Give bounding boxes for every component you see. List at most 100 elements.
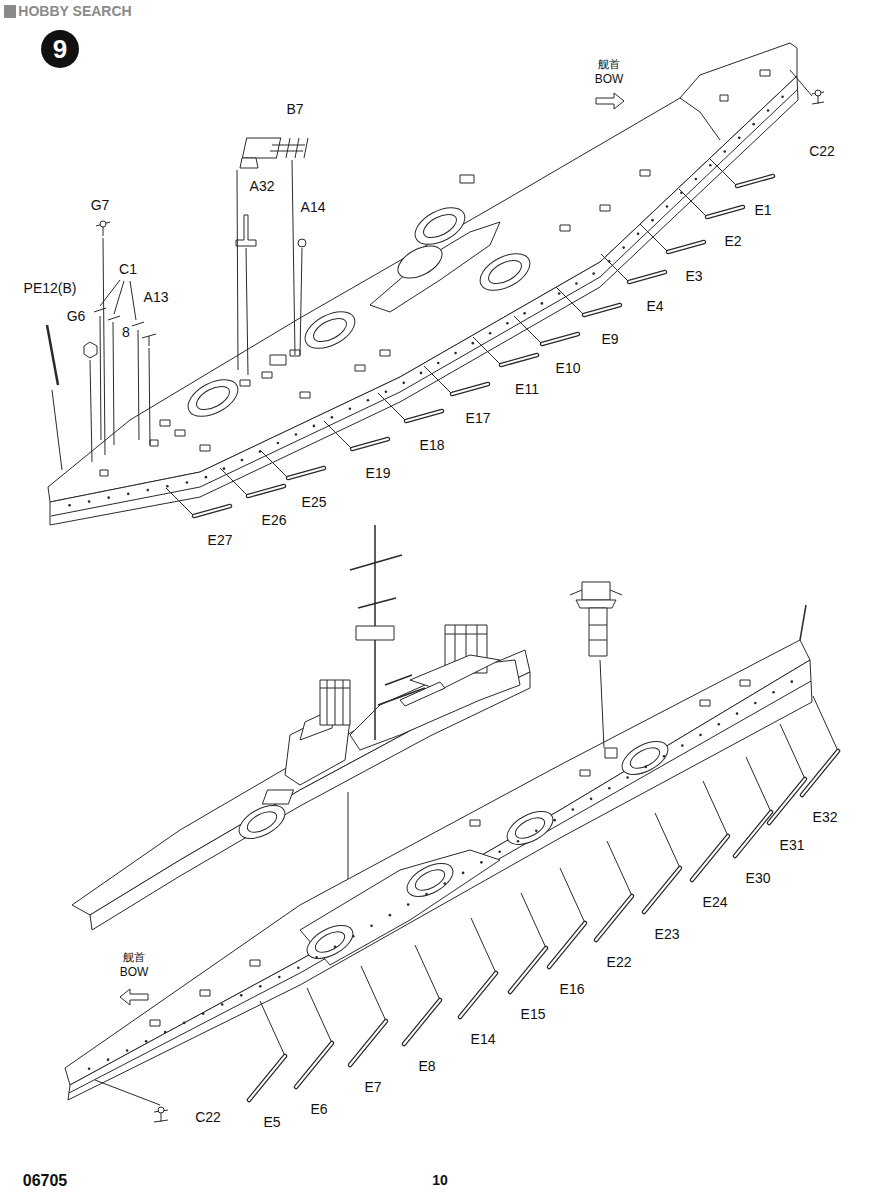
drawing-stroke (250, 960, 260, 966)
drawing-stroke (300, 248, 302, 355)
porthole (480, 861, 483, 864)
porthole (575, 282, 578, 285)
rod-part (452, 384, 488, 394)
porthole (205, 476, 208, 479)
boat (400, 682, 445, 706)
rod-part (501, 355, 537, 365)
rod-part (194, 506, 230, 516)
leader-line (601, 254, 629, 282)
drawing-stroke (380, 350, 390, 356)
porthole (626, 776, 629, 779)
part-number: E27 (207, 533, 234, 548)
part-g7 (96, 222, 110, 236)
rod-part (692, 836, 728, 880)
drawing-stroke (100, 470, 108, 476)
bow-label: BOW (119, 966, 150, 979)
leader-line (703, 781, 728, 836)
rod-part (644, 868, 680, 912)
drawing-stroke (240, 380, 250, 386)
part-number: E15 (520, 1007, 547, 1022)
part-number: E31 (779, 838, 806, 853)
porthole (666, 205, 669, 208)
porthole (88, 500, 91, 503)
porthole (506, 322, 509, 325)
part-stand (236, 215, 256, 246)
tower-part (589, 608, 607, 656)
porthole (127, 493, 130, 496)
part-number: B7 (285, 102, 304, 117)
hull-side (68, 660, 812, 1100)
part-c22 (158, 1107, 164, 1113)
drawing-stroke (175, 430, 185, 436)
rod-part (596, 896, 632, 940)
porthole (608, 260, 611, 263)
part-number: E8 (417, 1059, 436, 1074)
part-number: E1 (753, 203, 772, 218)
drawing-stroke (150, 1020, 160, 1026)
step-number: 9 (53, 36, 67, 62)
bow-label: 舰首 (597, 58, 621, 70)
leader-line (324, 421, 352, 449)
rod-part (194, 506, 230, 516)
turret-ring (193, 382, 233, 415)
fighting-top (356, 626, 394, 640)
part-number: C1 (118, 262, 138, 277)
leader-line (746, 757, 771, 812)
part-c1 (94, 308, 144, 326)
rod-part (596, 896, 632, 940)
rod-part (350, 1021, 386, 1065)
porthole (754, 702, 757, 705)
part-number: E17 (465, 411, 492, 426)
porthole (126, 1049, 129, 1052)
part-a13 (142, 334, 156, 346)
part-number: E22 (606, 955, 633, 970)
rod-part (404, 1000, 440, 1044)
part-number: E4 (645, 299, 664, 314)
porthole (146, 489, 149, 492)
porthole (331, 416, 334, 419)
porthole (164, 1031, 167, 1034)
porthole (572, 808, 575, 811)
tower-part (570, 590, 622, 640)
leader-line (415, 945, 440, 1000)
part-pe12 (47, 325, 58, 385)
rod-part (452, 384, 488, 394)
porthole (462, 872, 465, 875)
porthole (259, 450, 262, 453)
turret-ring (182, 372, 244, 424)
drawing-stroke (100, 316, 101, 440)
part-a32 (240, 158, 258, 168)
rod-part (460, 973, 496, 1017)
rod-part (668, 242, 704, 252)
deck-fittings (100, 70, 770, 476)
rod-part (802, 751, 838, 795)
turret-ring (302, 919, 358, 965)
drawing-stroke (790, 70, 812, 96)
porthole (535, 829, 538, 832)
porthole (723, 150, 726, 153)
drawing-stroke (720, 95, 728, 101)
leader-line (95, 1080, 160, 1105)
rod-part (584, 305, 620, 315)
porthole (295, 433, 298, 436)
part-g7 (100, 221, 106, 227)
leader-line (556, 287, 584, 315)
part-number: E9 (600, 332, 619, 347)
part-number: 8 (121, 325, 131, 340)
porthole (68, 504, 71, 507)
drawing-stroke (470, 820, 480, 826)
porthole (145, 1040, 148, 1043)
porthole (107, 1058, 110, 1061)
rod-part (249, 1056, 285, 1100)
part-number: PE12(B) (23, 281, 78, 296)
hull-deck (65, 640, 810, 1085)
portholes (68, 95, 793, 1070)
porthole (402, 382, 405, 385)
drawing-stroke (300, 392, 310, 398)
porthole (352, 935, 355, 938)
rod-part (288, 468, 324, 478)
porthole (472, 342, 475, 345)
leader-line (424, 366, 452, 394)
rod-part (501, 355, 537, 365)
